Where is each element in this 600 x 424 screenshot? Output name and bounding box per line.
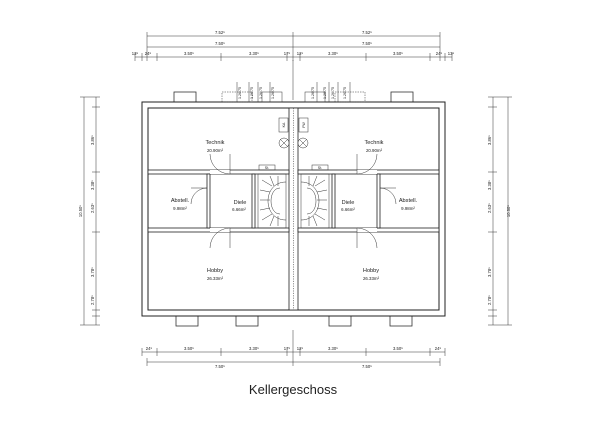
room-area: 6.66m²	[232, 207, 246, 212]
top-dimension-chains	[134, 32, 453, 100]
room-area: 20.90m²	[366, 148, 383, 153]
left-dimension-chains	[80, 96, 100, 326]
party-wall	[288, 107, 299, 311]
bottom-dim-label: 7.50⁵	[215, 364, 225, 369]
right-dim-label: 2.78⁵	[487, 295, 492, 305]
bottom-dim-label: 3.50⁵	[184, 346, 194, 351]
door-swing	[209, 227, 231, 249]
left-dimension-labels: 10.50⁵ 3.86⁵ 3.38⁵ 2.63⁵ 3.78⁵ 2.78⁵	[78, 135, 95, 305]
top-dim-label: 7.50⁵	[215, 41, 225, 46]
top-dim-label: 12⁵	[297, 51, 304, 56]
bottom-dimension-chains	[141, 330, 446, 366]
utility-label: KA	[282, 122, 286, 127]
bottom-dim-label: 24⁵	[146, 346, 153, 351]
bottom-dim-label: 7.50⁵	[362, 364, 372, 369]
top-dim-label: 13⁵	[448, 51, 455, 56]
top-dim-label: 13⁵	[132, 51, 139, 56]
right-dim-label: 3.38⁵	[487, 180, 492, 190]
top-utility-openings	[221, 82, 366, 103]
bottom-dim-label: 3.30⁵	[328, 346, 338, 351]
room-name: Abstell.	[399, 198, 418, 204]
window-wells	[173, 91, 414, 327]
bottom-dimension-labels: 24⁵ 3.50⁵ 3.30⁵ 17⁵ 12⁵ 3.30⁵ 3.50⁵ 24⁵ …	[146, 346, 442, 369]
left-dim-label: 3.38⁵	[90, 180, 95, 190]
room-area: 26.33m²	[363, 276, 380, 281]
window-label: 1.26/75	[343, 87, 347, 99]
drawing-title: Kellergeschoss	[249, 382, 338, 397]
bottom-dim-label: 24⁵	[435, 346, 442, 351]
room-name: Diele	[342, 200, 355, 206]
top-dim-label: 3.50⁵	[184, 51, 194, 56]
room-name: Diele	[234, 200, 247, 206]
stair-label: St.	[318, 166, 322, 170]
window-label: 1.26/75	[311, 87, 315, 99]
door-swing	[209, 153, 231, 175]
window-label: 1.26/75	[323, 87, 327, 99]
room-area: 9.98m²	[173, 206, 187, 211]
right-dim-label: 3.78⁵	[487, 267, 492, 277]
window-label: 1.26/75	[331, 87, 335, 99]
top-dim-label: 7.52⁵	[215, 30, 225, 35]
bottom-dim-label: 17⁵	[284, 346, 291, 351]
interior-walls-left	[147, 169, 290, 233]
right-dim-label: 2.63⁵	[487, 203, 492, 213]
top-dim-label: 24⁵	[436, 51, 443, 56]
light-shaft	[173, 91, 197, 103]
interior-walls-right	[297, 169, 440, 233]
top-dim-label: 24⁵	[145, 51, 152, 56]
room-name: Hobby	[363, 268, 379, 274]
room-labels: Technik 20.90m² Technik 20.90m² Abstell.…	[171, 140, 418, 281]
left-dim-label: 3.78⁵	[90, 267, 95, 277]
room-area: 26.33m²	[207, 276, 224, 281]
utility-labels: KA FW St. St.	[265, 122, 322, 170]
room-name: Technik	[365, 140, 384, 146]
left-dim-label: 2.78⁵	[90, 295, 95, 305]
top-dim-label: 3.50⁵	[393, 51, 403, 56]
bottom-dim-label: 12⁵	[297, 346, 304, 351]
room-name: Abstell.	[171, 198, 190, 204]
room-area: 9.98m²	[401, 206, 415, 211]
utility-box	[278, 117, 289, 133]
door-swing	[356, 227, 378, 249]
window-label: 1.26/75	[271, 87, 275, 99]
left-dim-label: 3.86⁵	[90, 135, 95, 145]
window-label: 1.26/75	[259, 87, 263, 99]
right-dimension-chains	[488, 96, 512, 326]
top-dim-label: 3.30⁵	[328, 51, 338, 56]
top-dim-label: 3.30⁵	[249, 51, 259, 56]
top-dim-label: 7.50⁵	[362, 41, 372, 46]
top-dimension-labels: 7.52⁵ 7.52⁵ 7.50⁵ 7.50⁵ 13⁵ 24⁵ 3.50⁵ 3.…	[132, 30, 455, 56]
window-label: 1.26/75	[250, 87, 254, 99]
utility-label: FW	[302, 122, 306, 128]
bottom-dim-label: 3.50⁵	[393, 346, 403, 351]
top-dim-label: 7.52⁵	[362, 30, 372, 35]
door-swing	[356, 153, 378, 175]
utility-symbols	[278, 117, 309, 149]
window-label: 1.26/75	[238, 87, 242, 99]
room-area: 20.90m²	[207, 148, 224, 153]
stair-label: St.	[265, 166, 269, 170]
light-shaft	[390, 91, 414, 103]
bottom-dim-label: 3.30⁵	[249, 346, 259, 351]
room-name: Technik	[206, 140, 225, 146]
top-window-labels: 1.26/75 1.26/75 1.26/75 1.26/75 1.26/75 …	[238, 87, 347, 99]
utility-box	[298, 117, 309, 133]
door-swings	[190, 153, 397, 249]
room-area: 6.66m²	[341, 207, 355, 212]
right-dimension-labels: 10.50⁵ 3.86⁵ 3.38⁵ 2.63⁵ 3.78⁵ 2.78⁵	[487, 135, 511, 305]
right-dim-total: 10.50⁵	[506, 205, 511, 217]
left-dim-label: 2.63⁵	[90, 203, 95, 213]
room-name: Hobby	[207, 268, 223, 274]
top-dim-label: 17⁵	[284, 51, 291, 56]
right-dim-label: 3.86⁵	[487, 135, 492, 145]
left-dim-total: 10.50⁵	[78, 205, 83, 217]
